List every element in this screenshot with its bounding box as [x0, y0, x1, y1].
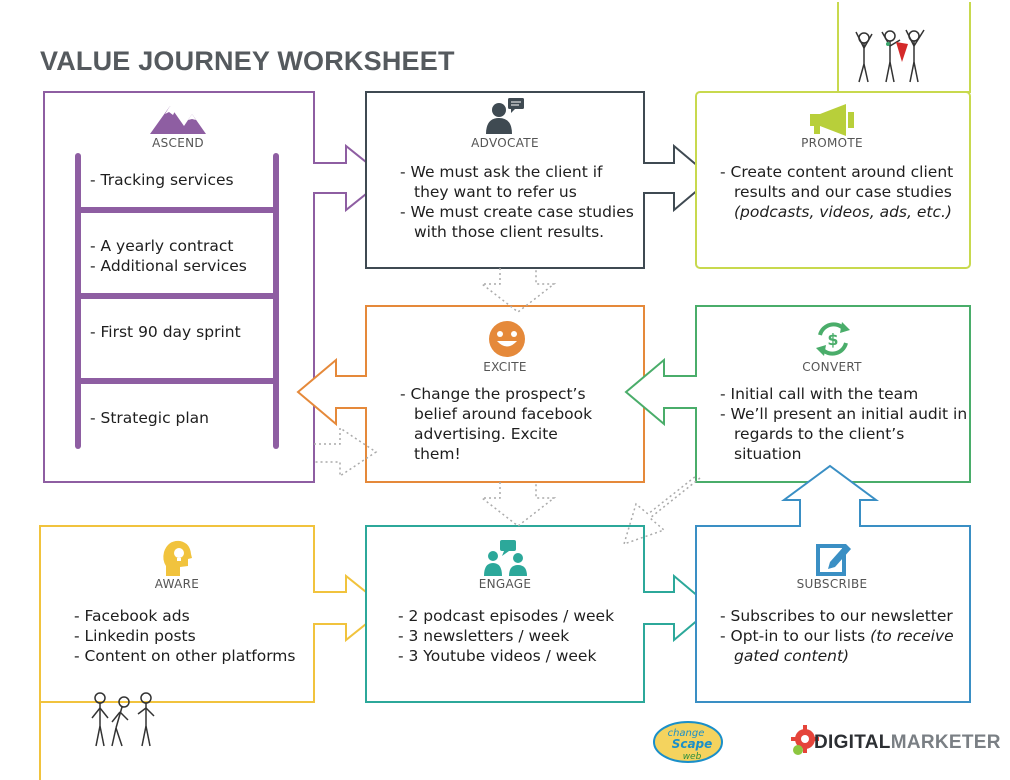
list-item: - Tracking services — [90, 171, 234, 189]
ascend-rung-4: - Strategic plan — [90, 408, 209, 428]
gear-icon — [791, 725, 819, 755]
svg-text:$: $ — [827, 330, 838, 349]
subscribe-item-text: - Opt-in to our lists — [720, 627, 866, 645]
aware-items: - Facebook ads - Linkedin posts - Conten… — [74, 606, 295, 666]
promote-items: - Create content around client results a… — [720, 162, 956, 222]
advocate-frame — [365, 91, 714, 269]
ascend-rung-3: - First 90 day sprint — [90, 322, 241, 342]
list-item: - We must ask the client if they want to… — [400, 163, 603, 201]
ascend-rung-2: - A yearly contract - Additional service… — [90, 236, 247, 276]
list-item: - Strategic plan — [90, 409, 209, 427]
engage-frame — [365, 525, 714, 703]
changescape-line3: web — [683, 752, 702, 762]
excite-frame — [296, 305, 645, 483]
stage-label-engage: ENGAGE — [478, 577, 532, 591]
list-item: - Content on other platforms — [74, 647, 296, 665]
list-item: - First 90 day sprint — [90, 323, 241, 341]
list-item: - Opt-in to our lists (to receive gated … — [720, 626, 966, 666]
list-item: - 2 podcast episodes / week — [398, 607, 615, 625]
digitalmarketer-logo-part1: DIGITAL — [814, 732, 891, 753]
subscribe-items: - Subscribes to our newsletter - Opt-in … — [720, 606, 966, 666]
promote-frame — [695, 91, 971, 269]
page-title: VALUE JOURNEY WORKSHEET — [40, 46, 455, 76]
stage-label-advocate: ADVOCATE — [471, 136, 539, 150]
list-item: - Linkedin posts — [74, 627, 196, 645]
thinking-figures-illustration — [91, 692, 155, 747]
advocate-items: - We must ask the client if they want to… — [400, 162, 636, 242]
changescape-line1: change — [668, 728, 705, 739]
smiley-icon — [489, 321, 525, 357]
list-item: - Change the prospect’s belief around fa… — [400, 385, 593, 463]
subscribe-frame — [695, 464, 971, 703]
engage-items: - 2 podcast episodes / week - 3 newslett… — [398, 606, 614, 666]
list-item: - Create content around client results a… — [720, 162, 956, 222]
changescape-line2: Scape — [672, 737, 713, 751]
excite-items: - Change the prospect’s belief around fa… — [400, 384, 600, 464]
megaphone-icon — [810, 104, 854, 136]
promote-item-text: - Create content around client results a… — [720, 163, 954, 201]
digitalmarketer-logo: DIGITALMARKETER — [814, 732, 1001, 754]
digitalmarketer-logo-part2: MARKETER — [890, 732, 1001, 753]
list-item: - We’ll present an initial audit in rega… — [720, 405, 968, 463]
people-chat-icon — [484, 540, 527, 576]
list-item: - Facebook ads — [74, 607, 190, 625]
subscribe-item-note: (to receive gated content) — [734, 627, 954, 665]
head-lightbulb-icon — [163, 540, 192, 576]
edit-form-icon — [816, 544, 851, 576]
list-item: - Subscribes to our newsletter — [720, 607, 953, 625]
convert-frame — [624, 305, 971, 483]
dotted-arrow-ascend-excite — [314, 426, 378, 478]
list-item: - 3 newsletters / week — [398, 627, 570, 645]
list-item: - A yearly contract — [90, 237, 234, 255]
person-speech-icon — [486, 98, 524, 134]
stage-label-ascend: ASCEND — [152, 136, 204, 150]
mountain-icon — [150, 106, 206, 134]
stage-label-promote: PROMOTE — [801, 136, 863, 150]
list-item: - 3 Youtube videos / week — [398, 647, 597, 665]
cheering-figures-illustration — [855, 29, 925, 83]
ladder-graphic — [75, 153, 279, 449]
list-item: - Initial call with the team — [720, 385, 919, 403]
list-item: - We must create case studies with those… — [400, 203, 634, 241]
stage-label-subscribe: SUBSCRIBE — [796, 577, 868, 591]
stage-label-excite: EXCITE — [483, 360, 527, 374]
convert-items: - Initial call with the team - We’ll pre… — [720, 384, 968, 464]
changescape-logo: change Scape web — [653, 721, 723, 763]
dotted-arrow-advocate-excite — [479, 268, 557, 313]
ascend-rung-1: - Tracking services — [90, 170, 234, 190]
stage-label-convert: CONVERT — [802, 360, 862, 374]
promote-item-note: (podcasts, videos, ads, etc.) — [734, 203, 952, 221]
dollar-cycle-icon: $ — [816, 322, 850, 356]
list-item: - Additional services — [90, 257, 247, 275]
stage-label-aware: AWARE — [154, 577, 200, 591]
dotted-arrow-excite-engage — [479, 482, 557, 527]
